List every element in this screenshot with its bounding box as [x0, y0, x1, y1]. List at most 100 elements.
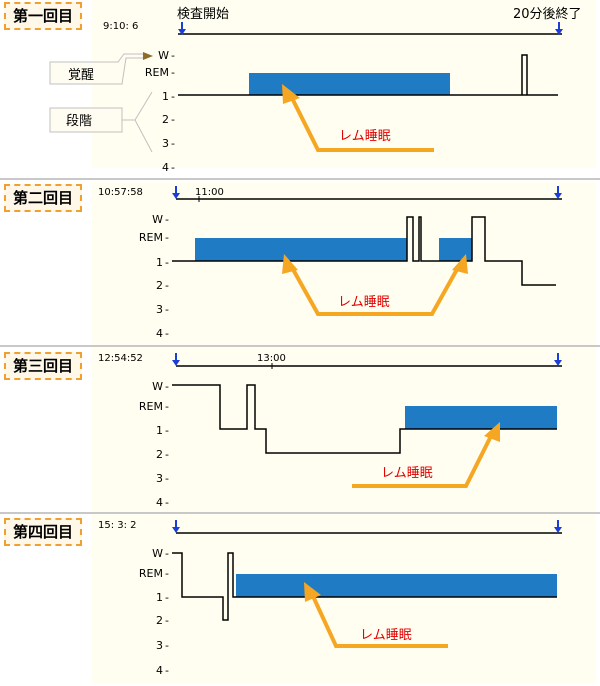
session-label: 第一回目	[4, 2, 82, 30]
y-tick-mark: -	[165, 380, 169, 393]
y-tick-mark: -	[165, 327, 169, 340]
rem-arrowhead-icon	[282, 84, 300, 104]
y-tick-mark: -	[165, 591, 169, 604]
start-marker-icon	[172, 353, 180, 366]
y-tick-label: 3	[156, 303, 163, 316]
y-tick-mark: -	[171, 161, 175, 174]
y-axis: W REM 1 2 3 4 - - - - - -	[139, 547, 169, 677]
rem-bar	[195, 238, 407, 261]
mid-time: 13:00	[257, 353, 286, 364]
rem-arrow	[310, 593, 448, 648]
session-label: 第四回目	[4, 518, 82, 546]
rem-arrowhead-icon	[484, 422, 500, 442]
y-tick-mark: -	[165, 231, 169, 244]
y-tick-mark: -	[165, 213, 169, 226]
rem-arrowhead-icon	[452, 254, 468, 274]
y-tick-label: 3	[156, 472, 163, 485]
rem-label: レム睡眠	[360, 628, 412, 643]
start-marker-icon	[178, 22, 186, 35]
hypnogram-4: 15: 3: 2 W REM 1 2 3 4 - - - - - - レム睡眠	[98, 520, 562, 677]
end-label: 20分後終了	[513, 6, 582, 22]
rem-label: レム睡眠	[338, 295, 390, 310]
rem-bar	[236, 574, 557, 597]
start-marker-icon	[172, 520, 180, 533]
y-tick-label: W	[152, 380, 163, 393]
wake-pointer-icon	[143, 52, 153, 60]
y-tick-label: REM	[139, 400, 163, 413]
session-label: 第三回目	[4, 352, 82, 380]
y-tick-mark: -	[171, 137, 175, 150]
panel-divider	[0, 178, 600, 180]
y-tick-label: REM	[139, 567, 163, 580]
start-time: 9:10: 6	[103, 21, 138, 32]
y-tick-label: 4	[156, 496, 163, 509]
stage-trace	[172, 384, 557, 454]
rem-bar	[439, 238, 472, 261]
rem-arrow	[288, 263, 462, 316]
y-tick-mark: -	[165, 424, 169, 437]
y-tick-mark: -	[165, 279, 169, 292]
rem-arrowhead-icon	[282, 254, 298, 274]
y-tick-mark: -	[165, 472, 169, 485]
rem-arrow	[288, 93, 434, 152]
y-tick-label: 3	[162, 137, 169, 150]
y-tick-label: W	[152, 547, 163, 560]
y-tick-mark: -	[165, 496, 169, 509]
y-tick-label: 1	[156, 591, 163, 604]
y-tick-label: 1	[156, 256, 163, 269]
panel-background	[92, 350, 596, 518]
hypnogram-2: 10:57:58 11:00 W REM 1 2 3 4 - - - - - -	[98, 186, 562, 340]
panel-background	[92, 516, 596, 684]
stage-callout	[49, 107, 123, 133]
rem-arrow	[352, 433, 494, 488]
start-time: 10:57:58	[98, 187, 143, 198]
rem-label: レム睡眠	[339, 129, 391, 144]
y-tick-label: REM	[145, 66, 169, 79]
panel-background	[92, 182, 596, 350]
y-tick-mark: -	[171, 113, 175, 126]
session-panel-4: 第四回目 15: 3: 2 W REM 1 2 3 4 - - - - - -	[0, 516, 600, 686]
y-tick-label: 2	[156, 448, 163, 461]
start-label: 検査開始	[177, 7, 229, 22]
stage-bracket	[122, 91, 153, 153]
y-axis: W REM 1 2 3 4 - - - - - -	[145, 49, 175, 174]
y-tick-mark: -	[165, 664, 169, 677]
start-marker-icon	[172, 186, 180, 199]
y-tick-label: 2	[156, 279, 163, 292]
start-time: 15: 3: 2	[98, 520, 137, 531]
y-axis: W REM 1 2 3 4 - - - - - -	[139, 213, 169, 340]
y-tick-label: 2	[156, 614, 163, 627]
y-tick-label: 1	[162, 90, 169, 103]
end-marker-icon	[555, 22, 563, 35]
y-tick-mark: -	[171, 49, 175, 62]
y-tick-label: W	[158, 49, 169, 62]
end-marker-icon	[554, 353, 562, 366]
session-panel-2: 第二回目 10:57:58 11:00 W REM 1 2 3 4 - - - …	[0, 182, 600, 352]
stage-trace	[172, 216, 556, 286]
mid-time: 11:00	[195, 187, 224, 198]
y-tick-mark: -	[171, 66, 175, 79]
y-tick-label: 4	[156, 664, 163, 677]
y-tick-label: 2	[162, 113, 169, 126]
y-tick-mark: -	[165, 448, 169, 461]
hypnogram-3: 12:54:52 13:00 W REM 1 2 3 4 - - - - - -	[98, 353, 562, 509]
stage-label: 段階	[66, 114, 92, 129]
y-axis: W REM 1 2 3 4 - - - - - -	[139, 380, 169, 509]
y-tick-mark: -	[165, 256, 169, 269]
wake-callout	[49, 53, 146, 85]
y-tick-mark: -	[165, 547, 169, 560]
end-marker-icon	[554, 520, 562, 533]
stage-trace	[178, 54, 558, 96]
y-tick-mark: -	[165, 639, 169, 652]
y-tick-label: 4	[156, 327, 163, 340]
session-panel-3: 第三回目 12:54:52 13:00 W REM 1 2 3 4 - - - …	[0, 350, 600, 520]
wake-label: 覚醒	[68, 68, 94, 83]
start-time: 12:54:52	[98, 353, 143, 364]
stage-trace	[172, 552, 557, 621]
y-tick-label: 4	[162, 161, 169, 174]
y-tick-mark: -	[165, 400, 169, 413]
y-tick-label: W	[152, 213, 163, 226]
hypnogram-1: 9:10: 6 検査開始 20分後終了 W REM 1 2 3 4 - - - …	[49, 6, 582, 174]
rem-bar	[249, 73, 450, 95]
y-tick-mark: -	[165, 303, 169, 316]
